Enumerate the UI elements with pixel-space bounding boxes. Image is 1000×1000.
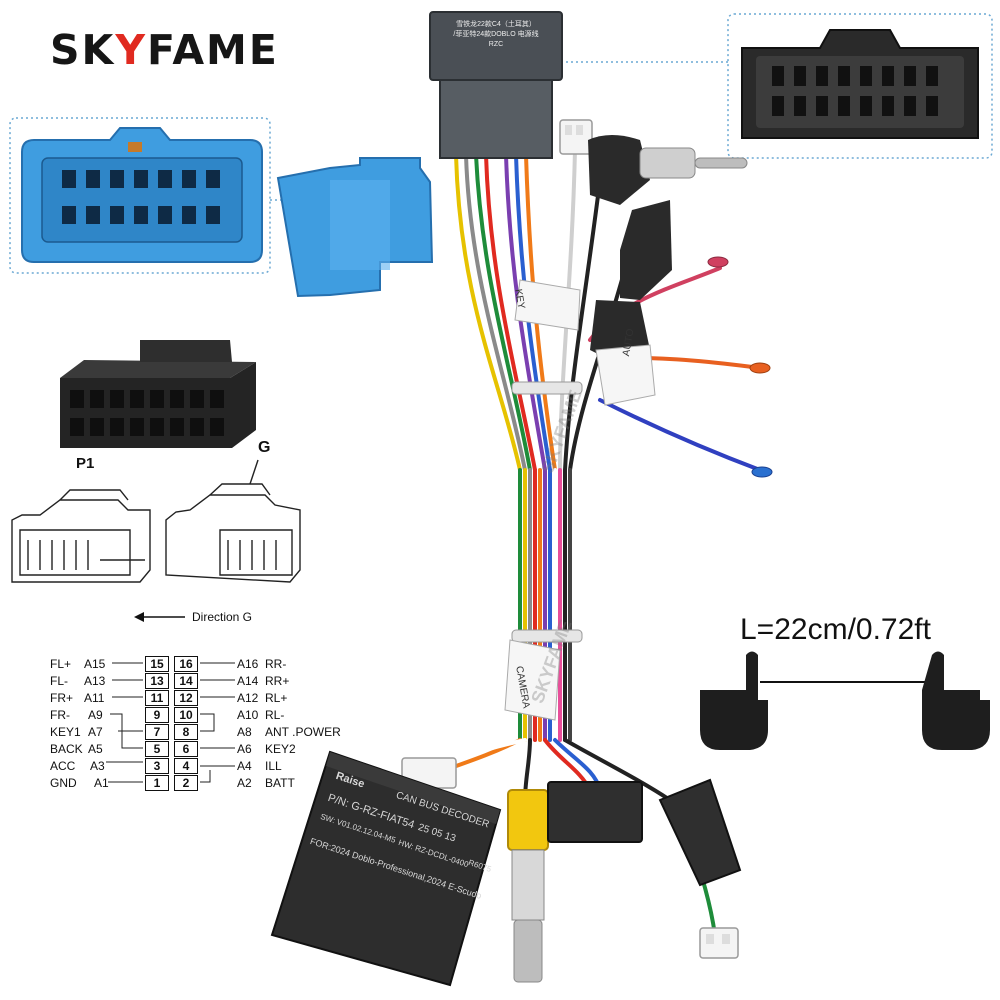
p1-label: P1 (76, 455, 95, 472)
pin-code-left: A3 (90, 759, 105, 773)
pin-number: 12 (174, 690, 198, 706)
pin-number: 15 (145, 656, 169, 672)
pin-code-right: A12 (237, 691, 259, 705)
pin-code-right: A14 (237, 674, 259, 688)
pin-number: 13 (145, 673, 169, 689)
direction-arrow (134, 612, 185, 622)
direction-g-label: Direction G (192, 610, 253, 624)
pin-code-left: A1 (94, 776, 109, 790)
top-dark-connector (429, 11, 563, 159)
pin-number: 4 (174, 758, 198, 774)
pin-code-left: A7 (88, 725, 103, 739)
pin-name-left: FR- (50, 708, 70, 722)
pin-name-right: BATT (265, 776, 295, 790)
pin-name-right: RR+ (265, 674, 290, 688)
pin-name-left: FR+ (50, 691, 74, 705)
blue-connector-callout (9, 117, 290, 274)
pin-code-right: A6 (237, 742, 252, 756)
white-connector-bottom (699, 927, 739, 959)
pin-name-left: ACC (50, 759, 76, 773)
pin-name-right: ANT .POWER (265, 725, 341, 739)
pin-name-left: FL- (50, 674, 68, 688)
g-label: G (258, 439, 271, 456)
pin-name-left: FL+ (50, 657, 72, 671)
p1-connector-illustration (60, 340, 256, 448)
dark-connector-callout (566, 13, 993, 159)
pin-name-right: RR- (265, 657, 287, 671)
pin-code-right: A8 (237, 725, 252, 739)
length-indicator (700, 651, 990, 750)
pin-name-right: RL+ (265, 691, 288, 705)
pin-name-right: ILL (265, 759, 282, 773)
pin-code-left: A15 (84, 657, 106, 671)
pin-code-left: A11 (84, 691, 105, 705)
black-block-connector (547, 781, 643, 843)
pin-code-left: A13 (84, 674, 106, 688)
pin-code-left: A9 (88, 708, 103, 722)
wire-caps (707, 256, 773, 478)
pin-code-right: A10 (237, 708, 259, 722)
wire-tags (504, 279, 656, 721)
pin-number: 7 (145, 724, 169, 740)
connector-outline-left (11, 489, 151, 583)
pin-code-right: A16 (237, 657, 259, 671)
pin-number: 10 (174, 707, 198, 723)
decoder-box (270, 750, 502, 987)
pin-number: 5 (145, 741, 169, 757)
pin-number: 2 (174, 775, 198, 791)
pin-number: 14 (174, 673, 198, 689)
brand-logo: SKYFAME (50, 26, 279, 74)
pinout-brackets (106, 662, 235, 783)
pin-number: 6 (174, 741, 198, 757)
jack-connector (620, 200, 672, 300)
antenna-plug (588, 135, 748, 205)
pin-code-right: A2 (237, 776, 252, 790)
pin-code-left: A5 (88, 742, 103, 756)
pin-name-right: KEY2 (265, 742, 296, 756)
pin-name-right: RL- (265, 708, 285, 722)
blue-connector (276, 157, 434, 298)
pin-number: 8 (174, 724, 198, 740)
small-black-connector (658, 778, 742, 887)
length-label: L=22cm/0.72ft (740, 613, 931, 646)
pin-number: 11 (145, 690, 169, 706)
pin-number: 1 (145, 775, 169, 791)
pin-name-left: BACK (50, 742, 83, 756)
pin-number: 16 (174, 656, 198, 672)
white-connector-top (559, 119, 593, 155)
pin-name-left: KEY1 (50, 725, 81, 739)
pin-number: 3 (145, 758, 169, 774)
pin-code-right: A4 (237, 759, 252, 773)
jack-connector-lower (590, 300, 650, 360)
rca-yellow-plug (507, 789, 549, 983)
cable-ties (511, 381, 583, 643)
pin-name-left: GND (50, 776, 77, 790)
pin-number: 9 (145, 707, 169, 723)
top-connector-label: 雪铁龙22款C4（土耳其） /菲亚特24款DOBLO 电源线 RZC (453, 21, 539, 48)
connector-outline-right (165, 459, 301, 583)
